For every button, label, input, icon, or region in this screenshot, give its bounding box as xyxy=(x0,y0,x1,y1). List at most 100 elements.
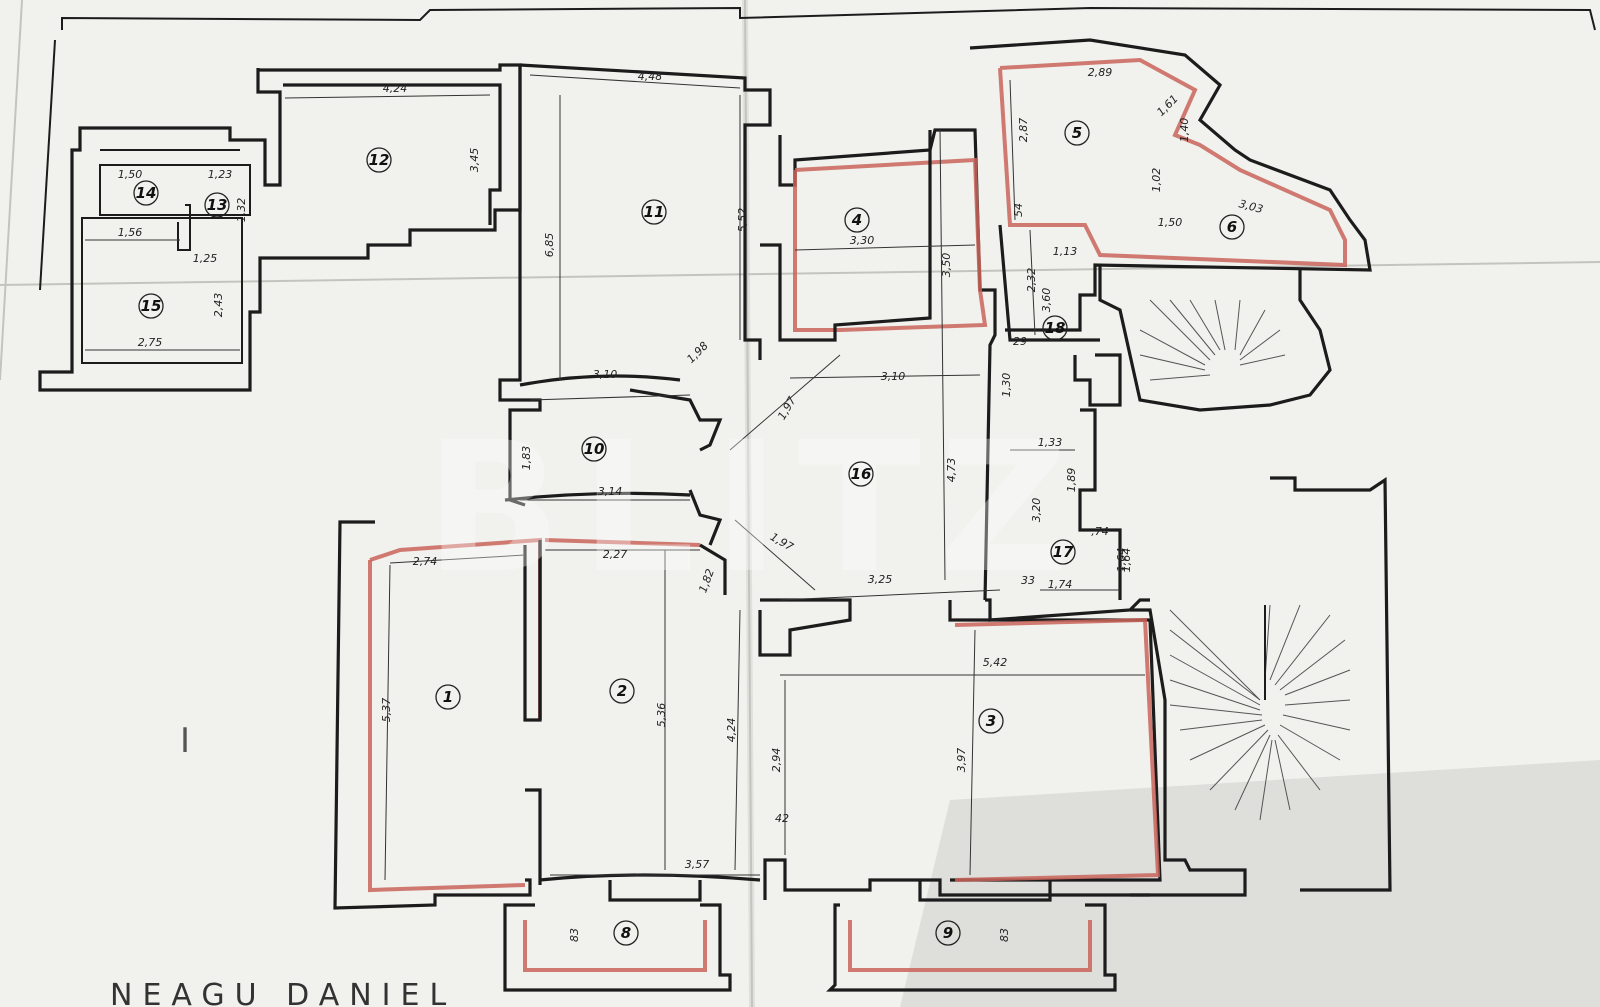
photo-shadow xyxy=(900,760,1600,1007)
dimension-label: 3,57 xyxy=(685,858,710,871)
dimension-label: 1,30 xyxy=(1000,373,1013,398)
dimension-label: 54 xyxy=(1012,203,1025,217)
dimension-label: 3,50 xyxy=(940,253,953,278)
dimension-label: 2,94 xyxy=(770,748,783,773)
room-6-circle xyxy=(1219,214,1245,240)
room-14-label: 14 xyxy=(136,184,157,202)
right-top-walls xyxy=(969,38,1372,412)
dimension-label: 1,33 xyxy=(1038,436,1063,449)
watermark: BLITZ xyxy=(425,404,1087,613)
dimension-label: 3,10 xyxy=(593,368,618,381)
room-8-circle xyxy=(613,920,639,946)
dimension-label: 3,97 xyxy=(955,748,968,773)
dimension-label: 3,20 xyxy=(1030,498,1043,523)
margin-mark: I xyxy=(180,721,190,761)
dimension-label: 4,48 xyxy=(638,70,663,83)
sheet-border-left xyxy=(39,39,56,291)
room-14-circle xyxy=(133,180,159,206)
room-18-label: 18 xyxy=(1045,319,1066,337)
fold-line-left xyxy=(0,0,23,381)
dimension-label: 2,75 xyxy=(138,336,163,349)
dimension-label: 3,45 xyxy=(468,148,481,173)
bay-walls xyxy=(503,903,1117,992)
dimension-label: 1,25 xyxy=(193,252,218,265)
room-5-label: 5 xyxy=(1072,124,1082,142)
room-18-circle xyxy=(1042,315,1068,341)
room-2-label: 2 xyxy=(617,682,627,700)
room-16-label: 16 xyxy=(851,465,872,483)
room-10-label: 10 xyxy=(584,440,605,458)
center-walls xyxy=(760,128,1150,622)
dimension-label: 2,43 xyxy=(212,293,225,318)
dimension-label: 29 xyxy=(1013,335,1027,348)
dimension-labels: 4,24 4,48 3,45 1,50 1,23 1,32 1,56 1,25 2,43 2,75… xyxy=(118,66,1265,942)
dimension-label: 3,03 xyxy=(1237,197,1264,216)
room-1-label: 1 xyxy=(443,688,453,706)
room-13-label: 13 xyxy=(207,196,228,214)
dimension-label: 1,13 xyxy=(1053,245,1078,258)
room-11-label: 11 xyxy=(644,203,665,221)
room-15-circle xyxy=(138,293,164,319)
right-walls xyxy=(1078,408,1392,897)
bottom-walls xyxy=(333,520,1162,910)
room-9-circle xyxy=(935,920,961,946)
dimension-label: 6,85 xyxy=(543,233,556,258)
dimension-label: 3,30 xyxy=(850,234,875,247)
room-17-circle xyxy=(1050,539,1076,565)
dimension-label: 4,73 xyxy=(945,458,958,483)
left-wing-walls xyxy=(38,63,522,392)
dimension-label: 5,36 xyxy=(655,703,668,728)
dimension-label: 3,10 xyxy=(881,370,906,383)
dimension-label: 4,24 xyxy=(383,82,408,95)
dimension-label: 1,64 xyxy=(1115,548,1128,573)
dimension-label: 1,83 xyxy=(520,446,533,471)
dimension-label: 5,42 xyxy=(983,656,1008,669)
dimension-label: 2,89 xyxy=(1088,66,1113,79)
dimension-label: 83 xyxy=(568,928,581,942)
room-4-label: 4 xyxy=(851,211,862,229)
dimension-label: 1,23 xyxy=(208,168,233,181)
dimension-label: 3,14 xyxy=(598,485,623,498)
dimension-label: 2,27 xyxy=(603,548,628,561)
room-3-label: 3 xyxy=(986,712,996,730)
room-5-circle xyxy=(1064,120,1090,146)
dimension-label: 5,52 xyxy=(736,208,749,233)
room-17-label: 17 xyxy=(1053,543,1074,561)
dimension-lines xyxy=(85,74,1145,881)
dimension-label: 1,50 xyxy=(118,168,143,181)
room-6-label: 6 xyxy=(1227,218,1237,236)
dimension-label: 1,32 xyxy=(235,198,248,223)
room-15-label: 15 xyxy=(141,297,162,315)
dimension-label: 1,56 xyxy=(118,226,143,239)
dimension-label: 1,50 xyxy=(1158,216,1183,229)
room-12-circle xyxy=(366,147,392,173)
dimension-label: 2,74 xyxy=(413,555,438,568)
room-13-circle xyxy=(204,192,230,218)
room-10-circle xyxy=(581,436,607,462)
room-1-circle xyxy=(435,684,461,710)
room-12-label: 12 xyxy=(369,151,390,169)
room-8-label: 8 xyxy=(621,924,631,942)
dimension-label: 4,24 xyxy=(725,718,738,743)
room-4-circle xyxy=(844,207,870,233)
dimension-label: 83 xyxy=(998,928,1011,942)
room-9-label: 9 xyxy=(943,924,953,942)
dimension-label: 1,89 xyxy=(1065,468,1078,493)
dimension-label: 5,37 xyxy=(380,698,393,723)
dimension-label: 1,02 xyxy=(1150,168,1163,193)
dimension-label: 2,87 xyxy=(1017,118,1030,143)
sheet-border xyxy=(61,6,1596,31)
dimension-label: 1,74 xyxy=(1048,578,1073,591)
room-2-circle xyxy=(609,678,635,704)
dimension-label: 3,60 xyxy=(1040,288,1053,313)
dimension-label: 42 xyxy=(775,812,789,825)
room-16-circle xyxy=(848,461,874,487)
dimension-label: 1,40 xyxy=(1178,118,1191,143)
dimension-label: 3,25 xyxy=(868,573,893,586)
room-11-circle xyxy=(641,199,667,225)
bottom-note: NEAGU DANIEL xyxy=(110,978,456,1007)
dimension-label: 1,64 xyxy=(1120,548,1133,573)
room-3-circle xyxy=(978,708,1004,734)
